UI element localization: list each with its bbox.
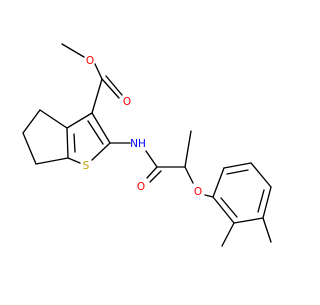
bond-ar2-methyl	[221, 222, 235, 247]
bond-ar3-ar4-inner	[257, 189, 265, 213]
bond-n-amide-c	[145, 150, 158, 168]
atom-label-ester-methoxy-o: O	[86, 55, 94, 67]
molecule-structure: O O NH S O O	[22, 43, 272, 247]
bond-ch-ether-o	[184, 166, 194, 184]
bond-c3-c2	[91, 112, 111, 144]
bond-o-carbonyl-c	[94, 63, 103, 80]
bond-ar4-ar5	[250, 162, 272, 188]
bond-c4-c5	[22, 109, 41, 134]
bond-ar3-methyl	[262, 217, 272, 243]
bond-carbonyl-c-o-double-2	[105, 75, 123, 96]
atom-label-amide-nh: NH	[130, 138, 146, 150]
bond-ar2-ar3	[233, 217, 264, 224]
bond-ch-methyl	[184, 130, 192, 168]
bond-carbonyl-c-o-double-1	[101, 78, 120, 99]
bond-ar1-ar2	[212, 196, 235, 224]
bond-c3-c2-inner	[87, 120, 104, 145]
bond-c3a-c4	[39, 109, 68, 129]
atom-label-amide-carbonyl-o: O	[137, 181, 145, 193]
bond-c6a-c3a-inner	[73, 133, 76, 153]
bond-amide-c-o-double-1	[146, 166, 158, 179]
bond-ar6-ar1	[212, 167, 225, 198]
atom-label-ester-carbonyl-o: O	[123, 96, 131, 108]
bond-ester-to-ring	[91, 78, 103, 114]
atom-label-thiophene-s: S	[83, 160, 90, 172]
bond-c6-c6a	[35, 157, 69, 165]
bond-c5-c6	[22, 132, 37, 165]
bond-c3-c3a	[66, 112, 93, 129]
bond-methyl-o	[61, 43, 85, 58]
bond-amide-c-o-double-2	[149, 170, 162, 183]
molecule-canvas: O O NH S O O	[22, 43, 272, 247]
bonds	[22, 43, 272, 247]
bond-ar5-ar6	[223, 162, 252, 169]
bond-c2-s	[91, 142, 111, 161]
bond-ar5-ar6-inner	[226, 169, 249, 175]
bond-s-c6a	[67, 157, 81, 164]
bond-ar1-ar2-inner	[220, 197, 238, 218]
atom-label-ether-o: O	[194, 186, 202, 198]
bond-c6a-c3a	[66, 127, 69, 159]
atom-labels: O O NH S O O	[83, 55, 202, 198]
bond-ether-o-aryl	[204, 194, 214, 198]
bond-ar3-ar4	[262, 186, 272, 219]
